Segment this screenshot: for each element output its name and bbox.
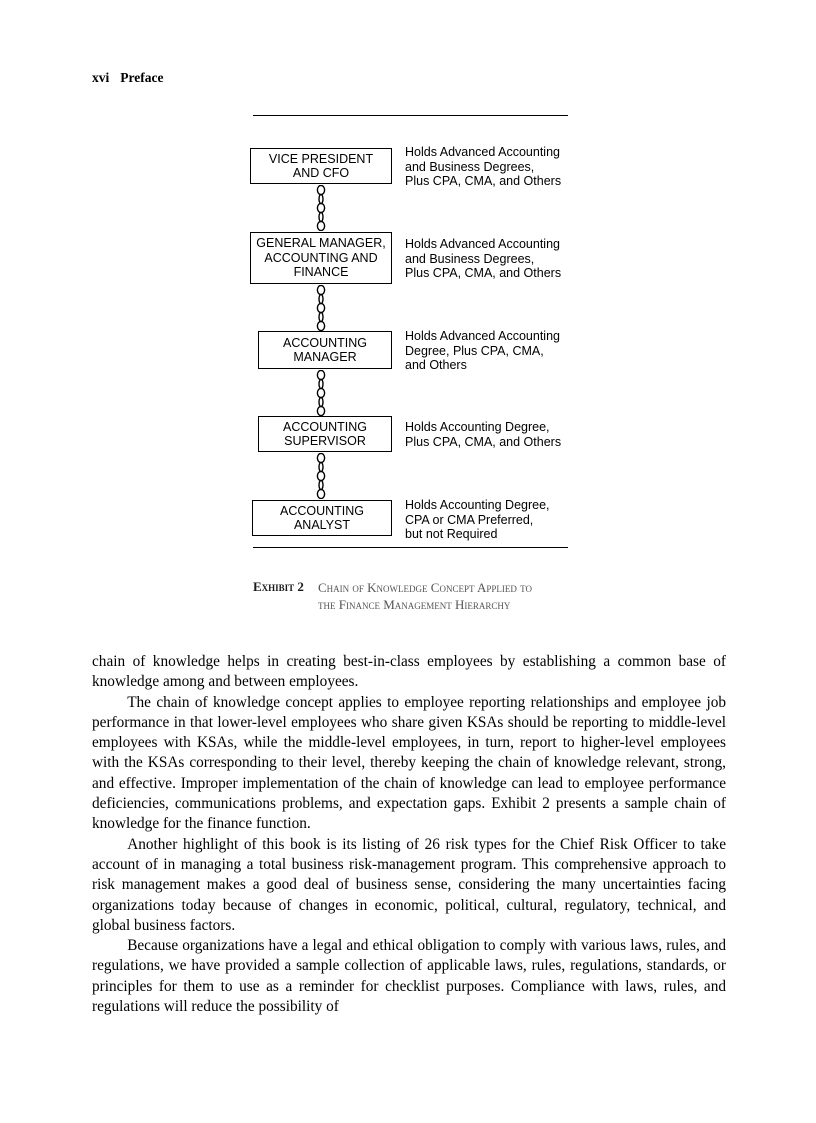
top-rule — [253, 115, 568, 116]
node-description-vice-president: Holds Advanced Accounting and Business D… — [405, 145, 562, 188]
paragraph-1: chain of knowledge helps in creating bes… — [92, 653, 726, 691]
page-number: xvi — [92, 70, 110, 85]
node-vice-president-cfo: VICE PRESIDENT AND CFO — [250, 148, 392, 184]
node-description-accounting-analyst: Holds Accounting Degree, CPA or CMA Pref… — [405, 498, 550, 541]
node-description-general-manager: Holds Advanced Accounting and Business D… — [405, 237, 562, 280]
running-header: xvi Preface — [92, 70, 163, 86]
node-general-manager: GENERAL MANAGER, ACCOUNTING AND FINANCE — [250, 232, 392, 284]
node-accounting-manager: ACCOUNTING MANAGER — [258, 331, 392, 369]
hierarchy-diagram: VICE PRESIDENT AND CFO Holds Advanced Ac… — [250, 115, 568, 612]
paragraph-3: Another highlight of this book is its li… — [92, 835, 726, 934]
chain-link-icon — [316, 453, 326, 499]
exhibit-caption-label: Exhibit 2 — [253, 579, 304, 594]
node-accounting-supervisor: ACCOUNTING SUPERVISOR — [258, 416, 392, 452]
node-description-accounting-manager: Holds Advanced Accounting Degree, Plus C… — [405, 329, 560, 372]
node-description-accounting-supervisor: Holds Accounting Degree, Plus CPA, CMA, … — [405, 420, 562, 449]
paragraph-4: Because organizations have a legal and e… — [92, 937, 726, 1016]
chain-link-icon — [316, 285, 326, 331]
paragraph-2: The chain of knowledge concept applies t… — [92, 693, 726, 833]
exhibit-caption-text: Chain of Knowledge Concept Applied to th… — [318, 580, 532, 612]
header-title: Preface — [120, 70, 164, 85]
body-text: chain of knowledge helps in creating bes… — [92, 652, 726, 1017]
chain-link-icon — [316, 370, 326, 416]
chain-link-icon — [316, 185, 326, 231]
node-accounting-analyst: ACCOUNTING ANALYST — [252, 500, 392, 536]
bottom-rule — [253, 547, 568, 548]
